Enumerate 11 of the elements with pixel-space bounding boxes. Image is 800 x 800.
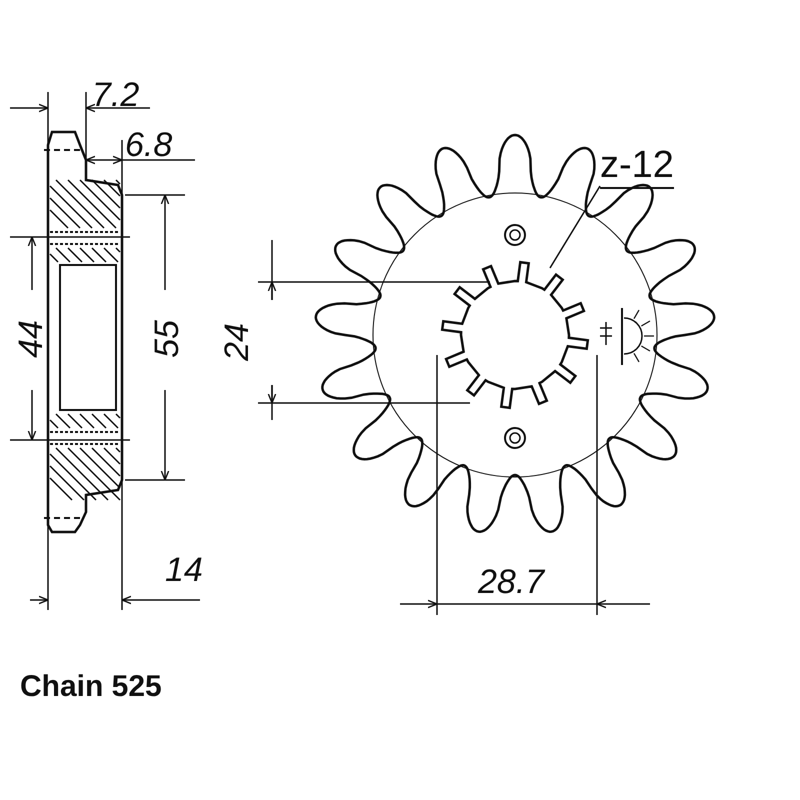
dimension-value: 6.8 — [125, 128, 172, 162]
dimension-value: 44 — [14, 320, 48, 358]
dimension-value: 24 — [220, 323, 254, 361]
dimension-value: 28.7 — [478, 565, 544, 599]
dimension-value: 7.2 — [92, 78, 140, 112]
spline-hub-drawing — [440, 260, 590, 410]
chain-size-label: Chain 525 — [20, 672, 162, 702]
leader-line — [549, 186, 601, 268]
dimension-value: 14 — [165, 553, 203, 587]
dimension-value: 55 — [150, 320, 184, 358]
callout-text: z-12 — [600, 146, 674, 189]
